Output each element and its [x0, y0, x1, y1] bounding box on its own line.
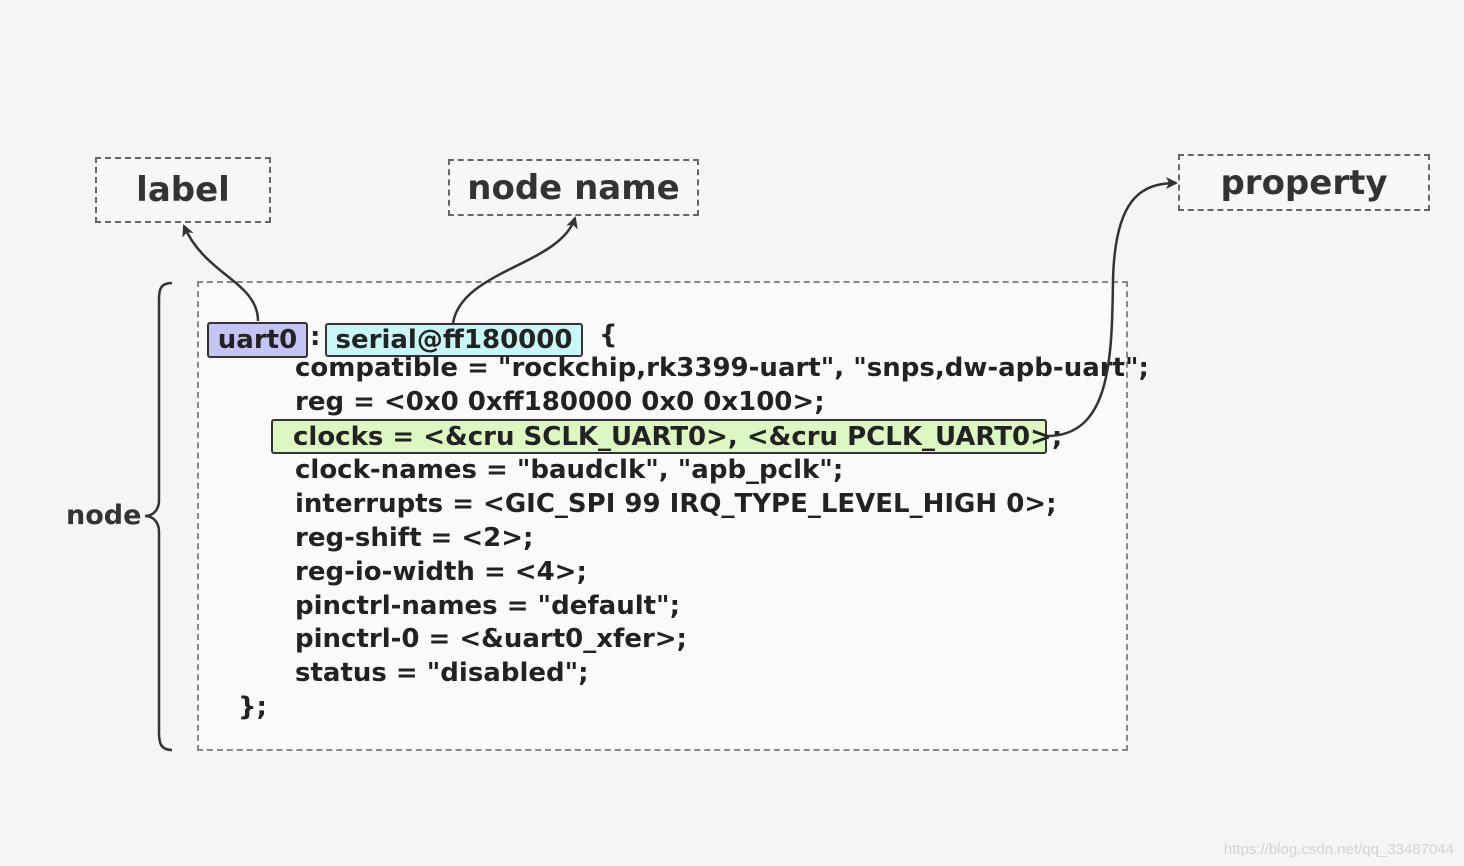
code-line-interrupts: interrupts = <GIC_SPI 99 IRQ_TYPE_LEVEL_…: [295, 489, 1057, 519]
node-brace-label: node: [66, 500, 142, 531]
node-name-arrow: [451, 216, 578, 324]
node-name-highlight: serial@ff180000: [325, 323, 583, 357]
code-line-pinctrl-0: pinctrl-0 = <&uart0_xfer>;: [295, 624, 687, 654]
node-name-token: serial@ff180000: [335, 325, 573, 355]
label-highlight: uart0: [207, 322, 308, 358]
property-callout: property: [1178, 154, 1430, 211]
open-brace: {: [599, 320, 618, 350]
label-callout-text: label: [136, 170, 230, 210]
label-colon: :: [310, 322, 321, 352]
node-name-callout-text: node name: [467, 167, 680, 208]
code-line-reg: reg = <0x0 0xff180000 0x0 0x100>;: [295, 387, 825, 417]
label-token: uart0: [217, 325, 298, 355]
label-arrow: [182, 224, 260, 322]
code-line-reg-shift: reg-shift = <2>;: [295, 523, 534, 553]
code-line-clock-names: clock-names = "baudclk", "apb_pclk";: [295, 455, 844, 485]
code-line-pinctrl-names: pinctrl-names = "default";: [295, 591, 680, 621]
property-arrow: [1046, 177, 1178, 438]
code-line-status: status = "disabled";: [295, 658, 589, 688]
label-callout: label: [95, 157, 271, 223]
node-frame: [197, 281, 1128, 751]
node-brace: [144, 281, 173, 752]
code-close-brace: };: [238, 692, 267, 722]
code-line-clocks: clocks = <&cru SCLK_UART0>, <&cru PCLK_U…: [293, 421, 1063, 452]
property-callout-text: property: [1220, 162, 1388, 203]
code-line-reg-io-width: reg-io-width = <4>;: [295, 557, 587, 587]
code-line-compatible: compatible = "rockchip,rk3399-uart", "sn…: [295, 353, 1149, 383]
property-highlight: clocks = <&cru SCLK_UART0>, <&cru PCLK_U…: [271, 419, 1062, 454]
node-name-callout: node name: [448, 159, 699, 216]
watermark: https://blog.csdn.net/qq_33487044: [1223, 841, 1454, 858]
